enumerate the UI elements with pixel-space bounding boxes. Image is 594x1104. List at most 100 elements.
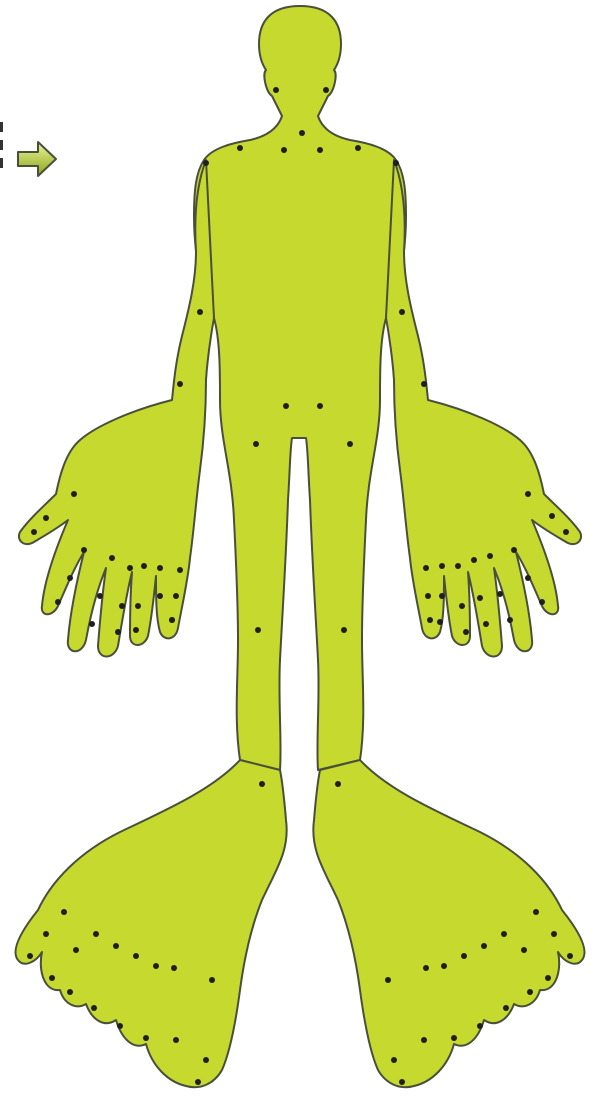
marker-point — [525, 575, 531, 581]
marker-point — [113, 943, 119, 949]
marker-point — [455, 563, 461, 569]
marker-point — [67, 989, 73, 995]
right-arrow-icon-graphic — [14, 138, 60, 180]
marker-point — [71, 491, 77, 497]
marker-point — [119, 603, 125, 609]
marker-point — [89, 621, 95, 627]
marker-point — [335, 781, 341, 787]
marker-point — [203, 1057, 209, 1063]
figure-right-arm — [386, 160, 581, 657]
marker-point — [323, 87, 329, 93]
marker-point — [539, 599, 545, 605]
marker-point — [197, 309, 203, 315]
marker-point — [551, 931, 557, 937]
marker-point — [533, 909, 539, 915]
marker-point — [27, 953, 33, 959]
marker-point — [177, 567, 183, 573]
marker-point — [501, 931, 507, 937]
marker-point — [171, 965, 177, 971]
marker-point — [507, 617, 513, 623]
marker-point — [31, 529, 37, 535]
marker-point — [355, 145, 361, 151]
marker-point — [441, 963, 447, 969]
marker-point — [281, 147, 287, 153]
marker-point — [49, 975, 55, 981]
marker-point — [481, 943, 487, 949]
marker-point — [173, 593, 179, 599]
marker-point — [545, 975, 551, 981]
marker-point — [169, 617, 175, 623]
figure-torso-and-head — [194, 6, 406, 770]
marker-point — [133, 627, 139, 633]
marker-point — [115, 629, 121, 635]
marker-point — [421, 1037, 427, 1043]
marker-point — [511, 547, 517, 553]
marker-point — [437, 619, 443, 625]
marker-point — [521, 947, 527, 953]
marker-point — [487, 553, 493, 559]
marker-point — [567, 953, 573, 959]
marker-point — [423, 565, 429, 571]
marker-point — [157, 593, 163, 599]
marker-point — [73, 947, 79, 953]
figure-right-foot — [313, 760, 584, 1087]
marker-point — [347, 441, 353, 447]
human-figure-silhouette — [15, 6, 584, 1087]
marker-point — [67, 575, 73, 581]
marker-point — [477, 595, 483, 601]
marker-point — [283, 403, 289, 409]
marker-point — [423, 965, 429, 971]
marker-point — [55, 599, 61, 605]
marker-point — [237, 145, 243, 151]
marker-point — [91, 1005, 97, 1011]
marker-point — [459, 603, 465, 609]
marker-point — [317, 403, 323, 409]
figure-left-arm — [19, 160, 214, 657]
marker-point — [549, 513, 555, 519]
marker-point — [157, 565, 163, 571]
marker-point — [463, 629, 469, 635]
marker-point — [439, 563, 445, 569]
marker-point — [317, 147, 323, 153]
marker-point — [255, 627, 261, 633]
marker-point — [133, 953, 139, 959]
marker-point — [135, 603, 141, 609]
marker-point — [427, 617, 433, 623]
marker-point — [203, 160, 209, 166]
marker-point — [299, 130, 305, 136]
marker-point — [153, 963, 159, 969]
marker-point — [391, 1057, 397, 1063]
marker-point — [117, 1023, 123, 1029]
marker-point — [525, 491, 531, 497]
marker-point — [425, 593, 431, 599]
marker-point — [497, 591, 503, 597]
marker-point — [81, 547, 87, 553]
marker-point — [451, 1035, 457, 1041]
edge-fragment-marks — [0, 118, 6, 180]
marker-point — [273, 87, 279, 93]
marker-point — [43, 515, 49, 521]
marker-point — [483, 621, 489, 627]
marker-point — [109, 555, 115, 561]
right-arrow-icon[interactable] — [14, 138, 60, 180]
marker-point — [503, 1005, 509, 1011]
marker-point — [195, 1079, 201, 1085]
marker-point — [461, 953, 467, 959]
marker-point — [393, 160, 399, 166]
marker-point — [93, 931, 99, 937]
marker-point — [477, 1023, 483, 1029]
marker-point — [563, 529, 569, 535]
marker-point — [97, 593, 103, 599]
figure-left-foot — [15, 760, 286, 1087]
marker-point — [385, 977, 391, 983]
marker-point — [253, 441, 259, 447]
marker-point — [127, 565, 133, 571]
marker-point — [421, 381, 427, 387]
marker-point — [471, 557, 477, 563]
marker-point — [141, 563, 147, 569]
marker-point — [341, 627, 347, 633]
marker-point — [61, 909, 67, 915]
marker-point — [173, 1037, 179, 1043]
